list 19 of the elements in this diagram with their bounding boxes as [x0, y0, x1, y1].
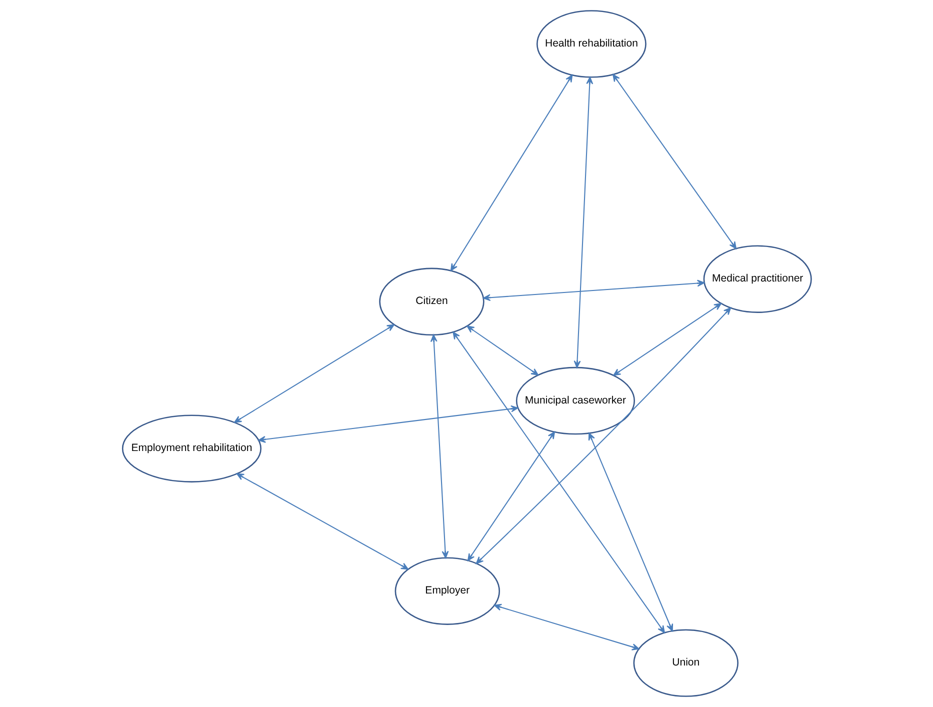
node-ellipse: Union: [632, 629, 738, 697]
arrow: [475, 307, 731, 564]
arrow: [430, 334, 448, 558]
arrow: [588, 432, 673, 632]
arrow: [236, 473, 408, 570]
arrow: [482, 280, 704, 302]
arrow: [258, 405, 518, 443]
node-ellipse: Medical practitioner: [702, 245, 812, 313]
arrow: [234, 324, 394, 423]
arrow: [573, 76, 593, 368]
arrow: [452, 332, 664, 634]
arrow: [466, 326, 538, 376]
arrow: [466, 431, 555, 562]
node-ellipse: Health rehabilitation: [536, 10, 646, 78]
arrow: [612, 303, 722, 376]
arrow: [494, 604, 639, 650]
arrow: [450, 74, 572, 272]
node-ellipse: Citizen: [378, 268, 484, 336]
arrow: [612, 74, 736, 250]
